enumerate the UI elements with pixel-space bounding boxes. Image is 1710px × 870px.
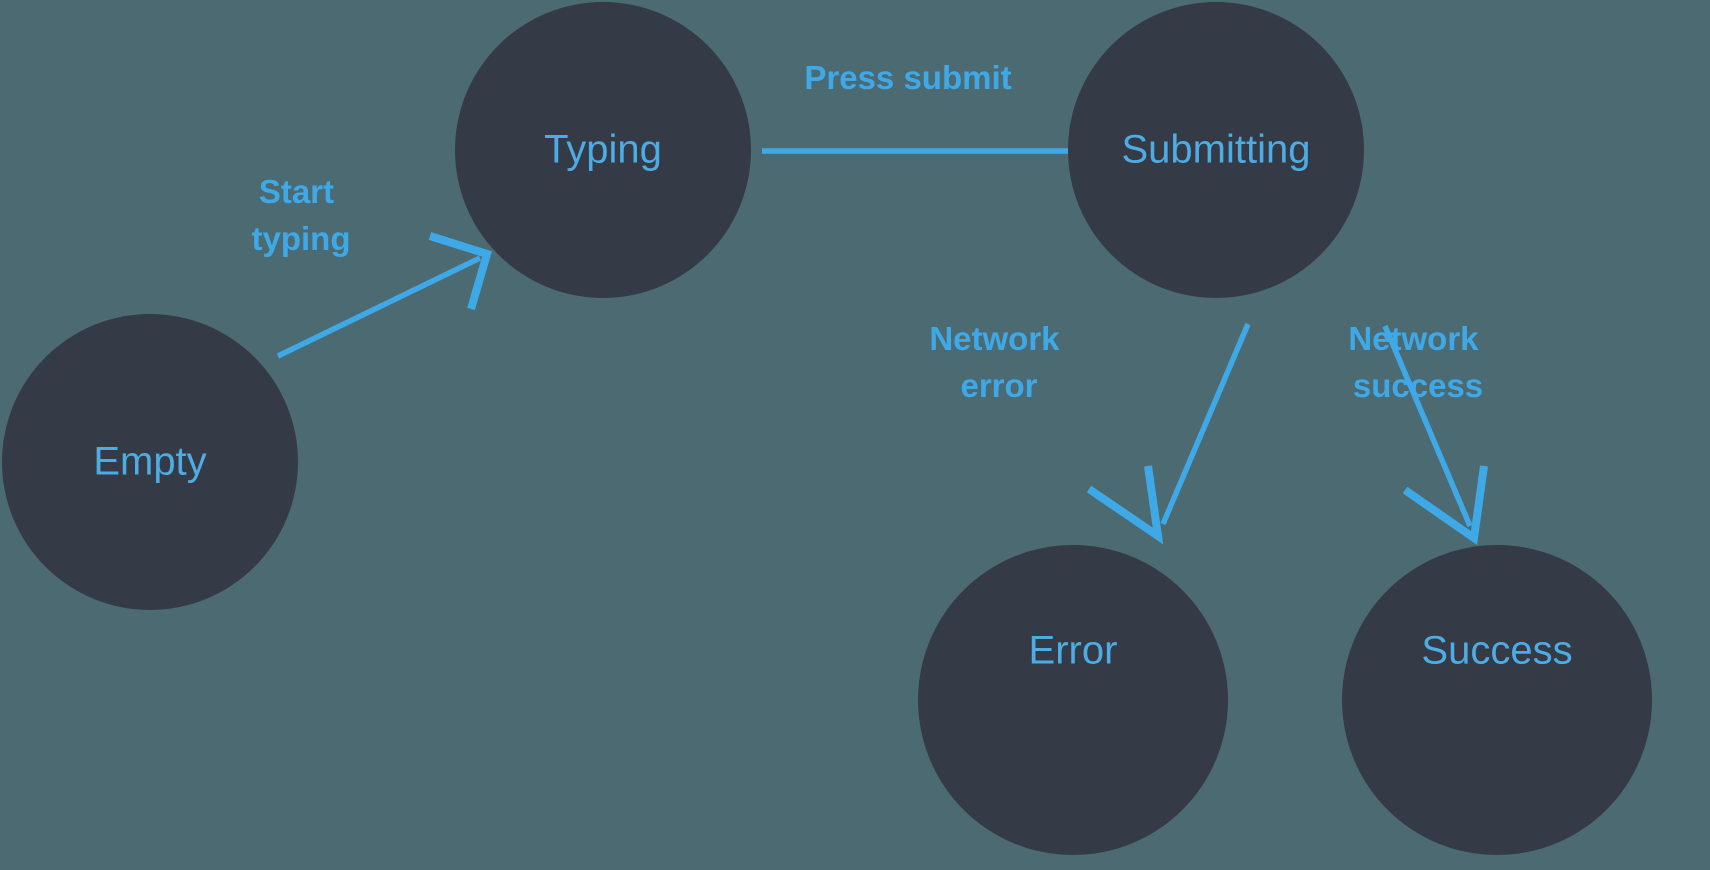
state-node-submitting[interactable]: Submitting <box>1068 2 1364 298</box>
state-node-error-circle[interactable] <box>918 545 1228 855</box>
state-node-empty[interactable]: Empty <box>2 314 298 610</box>
state-node-typing[interactable]: Typing <box>455 2 751 298</box>
edge-network-success-line <box>1382 324 1473 528</box>
edge-start-typing-line <box>276 255 482 359</box>
edge-network-success-arrowhead <box>1402 465 1488 546</box>
state-node-empty-circle[interactable] <box>2 314 298 610</box>
edge-network-success: Network success <box>1348 320 1488 546</box>
state-node-empty-label: Empty <box>93 440 206 484</box>
edge-start-typing: Start typing <box>252 173 492 359</box>
state-node-success-circle[interactable] <box>1342 545 1652 855</box>
edge-network-error-label-line-1: Network <box>929 320 1060 357</box>
edge-start-typing-label: Start typing <box>252 173 351 257</box>
edge-start-typing-arrowhead <box>428 232 492 311</box>
state-node-submitting-label: Submitting <box>1122 128 1311 172</box>
state-node-success[interactable]: Success <box>1342 545 1652 855</box>
state-node-typing-circle[interactable] <box>455 2 751 298</box>
edge-network-success-label: Network success <box>1348 320 1487 404</box>
edge-network-success-label-line-2: success <box>1353 367 1483 404</box>
state-node-error-label: Error <box>1029 629 1118 673</box>
edge-network-error-label-line-2: error <box>960 367 1037 404</box>
edge-network-success-label-line-1: Network <box>1348 320 1479 357</box>
edge-network-error-label: Network error <box>929 320 1068 404</box>
edge-network-error-line <box>1160 322 1251 526</box>
edge-press-submit-label-line-1: Press submit <box>804 59 1011 96</box>
state-node-submitting-circle[interactable] <box>1068 2 1364 298</box>
state-node-typing-label: Typing <box>544 128 662 172</box>
state-node-error[interactable]: Error <box>918 545 1228 855</box>
edge-start-typing-label-line-2: typing <box>252 220 351 257</box>
edge-network-error-arrowhead <box>1086 465 1164 545</box>
edge-start-typing-label-line-1: Start <box>259 173 334 210</box>
edge-press-submit-label: Press submit <box>804 59 1011 96</box>
state-node-success-label: Success <box>1421 629 1572 673</box>
edge-network-error: Network error <box>929 320 1251 545</box>
